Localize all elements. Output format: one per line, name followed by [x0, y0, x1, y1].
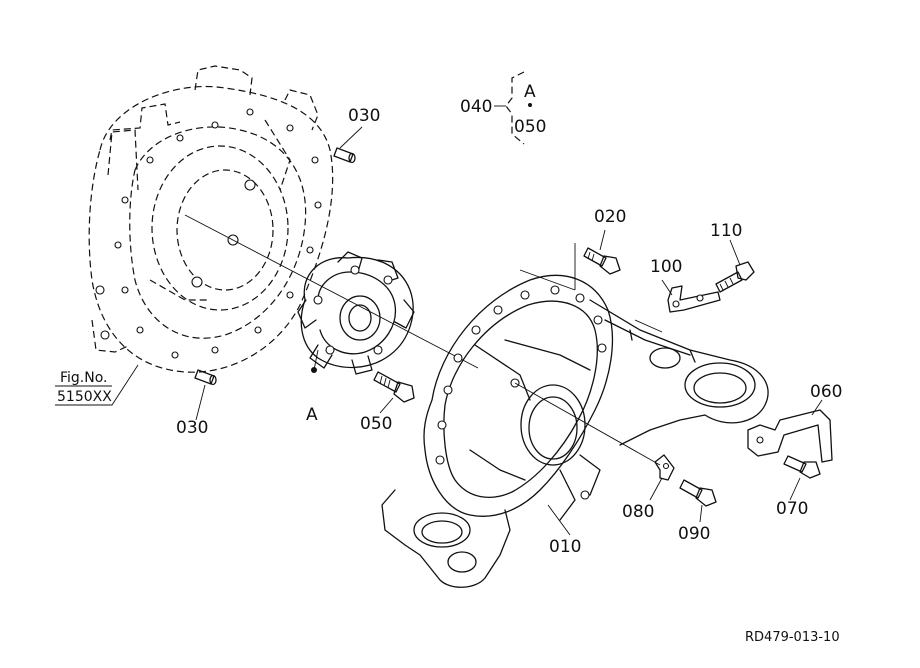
label-050-group: 050	[514, 117, 546, 137]
label-100: 100	[650, 257, 682, 277]
label-010: 010	[549, 537, 581, 557]
bolt-020	[583, 247, 621, 275]
bolt-070	[783, 455, 821, 479]
bolt-050	[373, 371, 415, 403]
label-030-top: 030	[348, 106, 380, 126]
label-060: 060	[810, 382, 842, 402]
label-group-a: A	[524, 82, 536, 102]
label-040: 040	[460, 97, 492, 117]
label-050: 050	[360, 414, 392, 434]
case-axis-bolt	[514, 382, 661, 466]
bracket-100	[667, 285, 721, 313]
dowel-pin-030-bottom	[194, 369, 217, 386]
label-070: 070	[776, 499, 808, 519]
dowel-pin-030-top	[333, 147, 356, 164]
group-bracket	[494, 71, 532, 145]
point-a-leader	[313, 349, 319, 371]
gear-case-010	[381, 274, 769, 588]
leader-020	[599, 229, 606, 251]
leader-110	[729, 239, 741, 266]
leader-070	[789, 477, 801, 501]
label-030-bottom: 030	[176, 418, 208, 438]
leader-050	[379, 397, 394, 414]
label-point-a: A	[306, 405, 318, 425]
label-110: 110	[710, 221, 742, 241]
leader-010	[547, 504, 571, 536]
clip-080	[654, 454, 675, 481]
leader-080	[649, 477, 663, 501]
bolt-090	[679, 479, 717, 507]
flywheel-housing	[88, 65, 334, 373]
leader-030-bottom	[195, 384, 206, 421]
case-axis-top	[519, 269, 576, 291]
flexible-coupling	[297, 251, 415, 375]
leader-100	[661, 279, 673, 296]
center-axis-line	[184, 214, 479, 369]
figref-leader	[55, 364, 139, 406]
label-020: 020	[594, 207, 626, 227]
leader-090	[699, 504, 703, 523]
leader-060	[811, 399, 823, 416]
figref-line2: 5150XX	[57, 389, 112, 405]
bracket-060	[747, 409, 833, 463]
bracket-100-axis	[634, 319, 663, 333]
figref-line1: Fig.No.	[60, 370, 108, 386]
bolt-110	[715, 261, 755, 293]
label-080: 080	[622, 502, 654, 522]
leader-030-top	[339, 126, 363, 149]
drawing-code: RD479-013-10	[745, 630, 840, 645]
label-090: 090	[678, 524, 710, 544]
